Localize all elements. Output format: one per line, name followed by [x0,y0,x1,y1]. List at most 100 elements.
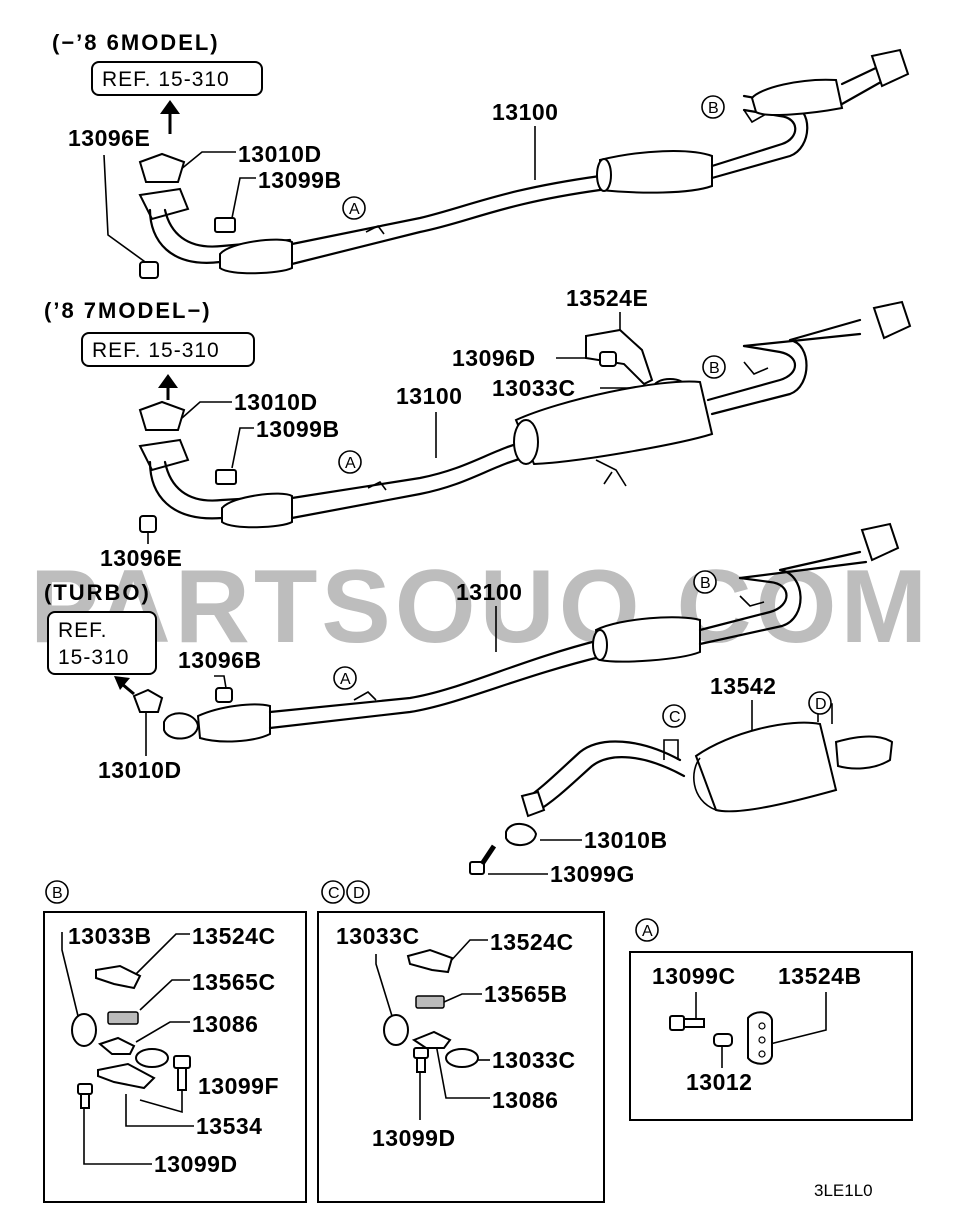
turbo-converter[interactable] [196,703,271,743]
callout-c[interactable] [662,704,686,728]
rear-muffler-13542[interactable] [694,721,838,813]
rear-pipe-1-top [710,108,797,168]
section-turbo-header: (TURBO) [44,580,151,605]
ref-label-turbo-2[interactable]: 15-310 [58,646,129,669]
front-flange[interactable] [138,187,190,221]
nut-13096B[interactable] [215,687,233,703]
bracket-13524C[interactable] [95,964,142,990]
gasket-13033C-b[interactable] [445,1048,479,1068]
callout-a-3[interactable] [333,666,357,690]
gasket-b[interactable] [135,1048,169,1068]
gasket-13010D[interactable] [138,152,186,183]
bracket-13086[interactable] [411,1030,452,1049]
callout-b-2-label[interactable]: B [709,360,720,377]
tail-pipe-flange[interactable] [520,790,546,818]
flange-top-right[interactable] [870,48,910,88]
label-13033C: 13033C [492,375,576,401]
hanger-a-2 [367,480,387,491]
detail-b-frame [43,911,307,1203]
label-13033C-a: 13033C [336,923,420,949]
gasket-13033B[interactable] [71,1013,97,1047]
callout-a-3-label[interactable]: A [340,671,351,688]
callout-a-2[interactable] [338,450,362,474]
bolt-13099F[interactable] [173,1055,191,1091]
callout-b-3-label[interactable]: B [700,575,711,592]
catalytic-converter-2[interactable] [221,492,293,529]
label-13010D: 13010D [98,757,182,783]
ref-box-turbo[interactable] [47,611,157,675]
tail-tip[interactable] [834,735,894,770]
label-13534: 13534 [196,1113,262,1139]
bracket-13534[interactable] [97,1062,156,1090]
label-13099D: 13099D [154,1151,238,1177]
center-muffler-3[interactable] [594,616,701,663]
gasket-13010D[interactable] [132,688,164,713]
hanger-b-2 [743,361,769,375]
bolt-13099C[interactable] [669,1015,705,1031]
catalytic-converter-1[interactable] [219,238,293,275]
callout-d-label[interactable]: D [815,696,827,713]
label-13099B: 13099B [256,416,340,442]
rubber-13565B[interactable] [415,995,445,1009]
ref-label-86[interactable]: REF. 15-310 [102,68,230,91]
label-13096D: 13096D [452,345,536,371]
bolt-13099D[interactable] [413,1047,429,1073]
bolt-13099D[interactable] [77,1083,93,1109]
flange-right-3[interactable] [860,522,900,562]
callout-a-2-label[interactable]: A [345,455,356,472]
main-muffler-2[interactable] [514,380,714,466]
detail-b-callout [45,880,69,904]
turbo-flange[interactable] [163,712,200,740]
label-13096E: 13096E [100,545,182,571]
callout-a-1-label[interactable]: A [349,201,360,218]
rubber-13565C[interactable] [107,1011,139,1025]
leader-13010D [181,401,232,419]
front-flange[interactable] [138,438,190,472]
label-13100: 13100 [396,383,462,409]
ref-label-87[interactable]: REF. 15-310 [92,339,220,362]
callout-b-1-label[interactable]: B [708,100,719,117]
bracket-13524E[interactable] [585,328,654,386]
label-13524B: 13524B [778,963,862,989]
callout-c-label[interactable]: C [669,709,681,726]
bracket-13524C[interactable] [406,948,454,974]
gasket-13033C-a[interactable] [383,1014,409,1046]
ref-label-turbo-1[interactable]: REF. [58,619,108,642]
label-13100: 13100 [456,579,522,605]
center-muffler-3-end [592,629,608,661]
bolt-13099B[interactable] [214,217,236,233]
callout-b-1[interactable] [701,95,725,119]
ref-box-86[interactable] [91,61,263,96]
bolt-13099B[interactable] [215,469,237,485]
callout-a-1[interactable] [342,196,366,220]
bushing-13012[interactable] [713,1033,733,1047]
callout-b-2[interactable] [702,355,726,379]
center-muffler-1[interactable] [599,150,713,194]
bolt-13099G[interactable] [469,844,497,875]
main-pipe-1-bottom [290,188,602,266]
leader-13099F-link [139,1064,183,1114]
nut-13096D[interactable] [599,351,617,367]
hanger-hole-2 [758,1036,766,1044]
flange-right-2[interactable] [872,300,912,340]
detail-d-callout [346,880,370,904]
front-pipe-lower [163,460,292,502]
detail-c-callout-label: C [328,885,340,902]
nut-13096E[interactable] [139,261,159,279]
hanger-b-3 [739,595,765,607]
nut-13096E[interactable] [139,515,157,533]
gasket-13010B[interactable] [505,823,538,846]
detail-a-callout-label: A [642,923,653,940]
gasket-13010D[interactable] [138,400,186,431]
label-13565C: 13565C [192,969,276,995]
callout-d[interactable] [808,691,832,715]
rear-muffler-end [693,757,717,811]
bracket-13086[interactable] [97,1036,136,1055]
callout-b-3[interactable] [693,570,717,594]
front-converter-top[interactable] [750,78,844,116]
label-13010B: 13010B [584,827,668,853]
up-arrow-icon [158,374,178,400]
leader-13086 [435,1043,490,1099]
ref-box-87[interactable] [81,332,255,367]
detail-a-callout [635,918,659,942]
